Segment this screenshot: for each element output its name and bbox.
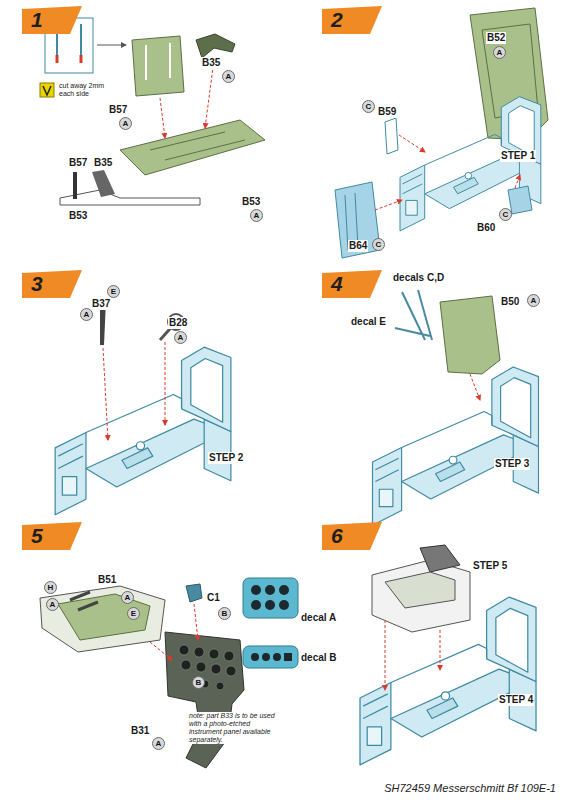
sprue-letter: H	[45, 582, 56, 593]
sprue-letter: C	[363, 101, 374, 112]
part-tree-marker: A	[121, 591, 134, 604]
sprue-letter: E	[128, 608, 139, 619]
part-tree-marker: A	[152, 737, 165, 750]
part-tree-marker: H	[44, 581, 57, 594]
sprue-letter: B	[193, 677, 204, 688]
part-label: B52	[486, 32, 506, 44]
step-number: 3	[22, 270, 82, 298]
part-tree-marker: A	[250, 209, 263, 222]
note-text: note: part B33 is to be used with a phot…	[188, 712, 276, 744]
step-reference: STEP 4	[498, 694, 534, 706]
step-number: 6	[322, 522, 382, 550]
cut-instruction: cut away 2mm each side	[58, 82, 112, 98]
sprue-letter: A	[120, 118, 131, 129]
part-label: B37	[91, 298, 111, 310]
part-label: B50	[500, 296, 520, 308]
step-reference: STEP 3	[494, 458, 530, 470]
step-reference: STEP 1	[500, 150, 536, 162]
part-tree-marker: A	[493, 46, 506, 59]
sprue-letter: C	[500, 209, 511, 220]
sprue-letter: A	[175, 332, 186, 343]
sprue-letter: A	[494, 47, 505, 58]
part-label: B53	[241, 196, 261, 208]
part-label: B31	[130, 725, 150, 737]
step-flag: 1	[22, 6, 82, 34]
step-flag: 2	[322, 6, 382, 34]
part-label: B35	[201, 57, 221, 69]
part-tree-marker: A	[527, 294, 540, 307]
part-label: decals C,D	[392, 272, 445, 284]
part-label: decal A	[300, 612, 337, 624]
step-number: 1	[22, 6, 82, 34]
step-number: 4	[322, 270, 382, 298]
part-tree-marker: A	[174, 331, 187, 344]
step-flag: 4	[322, 270, 382, 298]
sprue-letter: A	[528, 295, 539, 306]
part-label: B51	[97, 574, 117, 586]
sprue-letter: A	[81, 309, 92, 320]
sheet-caption: SH72459 Messerschmitt Bf 109E-1	[384, 782, 556, 795]
sprue-letter: A	[153, 738, 164, 749]
sprue-letter: A	[47, 599, 58, 610]
step-flag: 3	[22, 270, 82, 298]
step-reference: STEP 5	[472, 560, 508, 572]
part-tree-marker: E	[107, 285, 120, 298]
step-flag: 5	[22, 522, 82, 550]
step-number: 5	[22, 522, 82, 550]
part-label: C1	[206, 592, 221, 604]
part-tree-marker: B	[218, 607, 231, 620]
part-tree-marker: A	[119, 117, 132, 130]
sprue-letter: A	[122, 592, 133, 603]
part-label: B57	[68, 157, 88, 169]
part-tree-marker: B	[192, 676, 205, 689]
part-tree-marker: C	[362, 100, 375, 113]
part-label: B60	[476, 222, 496, 234]
part-label: B64	[348, 240, 368, 252]
part-tree-marker: E	[127, 607, 140, 620]
step-reference: STEP 2	[208, 452, 244, 464]
part-tree-marker: C	[372, 238, 385, 251]
sprue-letter: C	[373, 239, 384, 250]
step-flag: 6	[322, 522, 382, 550]
sprue-letter: A	[251, 210, 262, 221]
part-label: decal B	[300, 652, 338, 664]
part-tree-marker: C	[499, 208, 512, 221]
sprue-letter: E	[108, 286, 119, 297]
part-label: B28	[168, 317, 188, 329]
sprue-letter: A	[223, 71, 234, 82]
part-label: decal E	[350, 316, 387, 328]
sprue-letter: B	[219, 608, 230, 619]
part-label: B59	[377, 106, 397, 118]
part-tree-marker: A	[46, 598, 59, 611]
step-number: 2	[322, 6, 382, 34]
part-label: B57	[108, 104, 128, 116]
part-tree-marker: A	[222, 70, 235, 83]
part-label: B35	[93, 157, 113, 169]
part-label: B53	[68, 210, 88, 222]
